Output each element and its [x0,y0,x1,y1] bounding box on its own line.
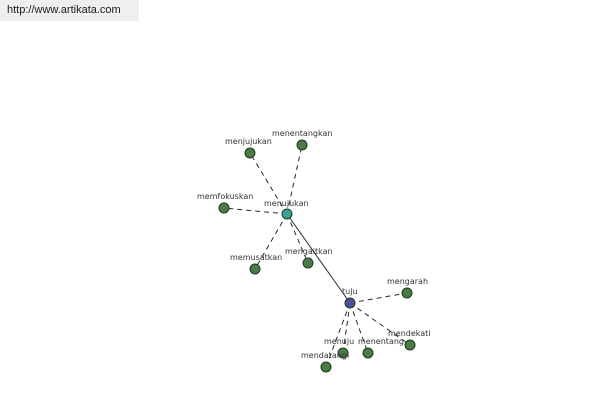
site-url-link[interactable]: http://www.artikata.com [7,4,121,16]
node-label-menentangkan: menentangkan [272,129,332,138]
node-menentang[interactable]: menentang [358,337,404,359]
node-label-mendekati: mendekati [388,329,431,338]
node-marker-menuju[interactable] [337,347,349,359]
edge-tuju-mendatangi [325,302,351,368]
node-mendatangi[interactable]: mendatangi [301,351,349,373]
node-label-menjujukan: menjujukan [225,137,272,146]
edge-menujukan-memusatkan [254,213,288,270]
node-label-tuju: tuju [342,287,358,296]
node-marker-mendekati[interactable] [404,339,416,351]
node-label-menentang: menentang [358,337,404,346]
edge-menujukan-tuju [286,213,351,304]
node-marker-memusatkan[interactable] [249,263,261,275]
node-menuju[interactable]: menuju [324,337,354,359]
node-marker-menjujukan[interactable] [244,147,256,159]
node-marker-menujukan[interactable] [281,208,293,220]
node-label-memfokuskan: memfokuskan [197,192,253,201]
node-memfokuskan[interactable]: memfokuskan [197,192,253,214]
node-marker-tuju[interactable] [344,297,356,309]
node-marker-menentangkan[interactable] [296,139,308,151]
node-memusatkan[interactable]: memusatkan [230,253,282,275]
url-bar: http://www.artikata.com [0,0,139,21]
node-label-mengaitkan: mengaitkan [285,247,333,256]
edge-tuju-mengarah [349,292,408,304]
node-marker-mendatangi[interactable] [320,361,332,373]
node-marker-menentang[interactable] [362,347,374,359]
node-marker-mengarah[interactable] [401,287,413,299]
edge-menujukan-menjujukan [249,152,288,215]
node-mengaitkan[interactable]: mengaitkan [285,247,333,269]
edge-menujukan-memfokuskan [223,207,288,215]
node-label-mengarah: mengarah [387,277,428,286]
node-menentangkan[interactable]: menentangkan [272,129,332,151]
node-tuju[interactable]: tuju [342,287,358,309]
edge-menujukan-menentangkan [286,144,303,215]
node-label-menujukan: menujukan [264,199,309,208]
node-mengarah[interactable]: mengarah [387,277,428,299]
node-label-memusatkan: memusatkan [230,253,282,262]
edge-tuju-mendekati [349,302,411,346]
node-mendekati[interactable]: mendekati [388,329,431,351]
node-label-mendatangi: mendatangi [301,351,349,360]
node-menjujukan[interactable]: menjujukan [225,137,272,159]
node-marker-memfokuskan[interactable] [218,202,230,214]
node-menujukan[interactable]: menujukan [264,199,309,220]
node-label-menuju: menuju [324,337,354,346]
node-marker-mengaitkan[interactable] [302,257,314,269]
